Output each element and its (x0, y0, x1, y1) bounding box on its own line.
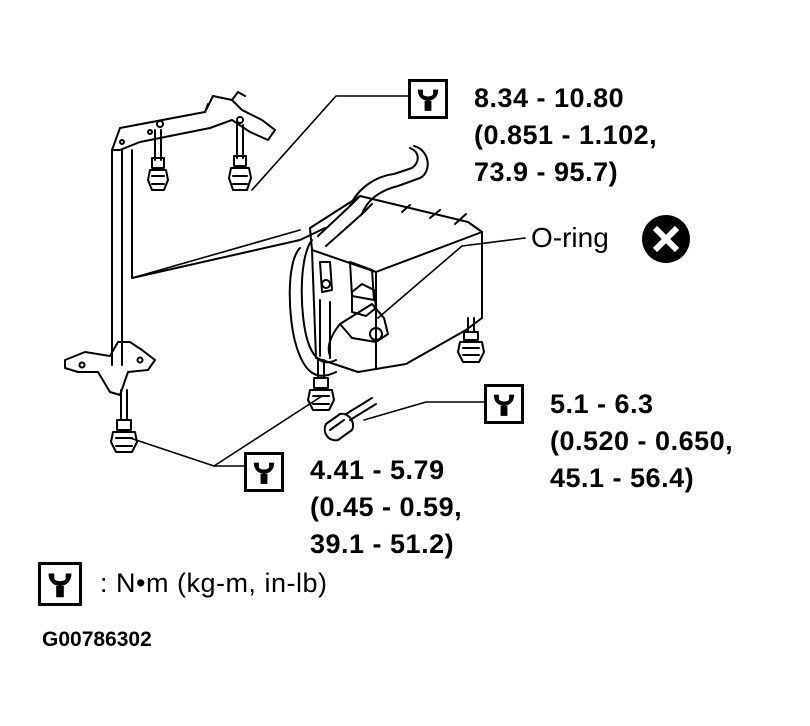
lower-bolt-center (307, 359, 335, 411)
do-not-reuse-x-icon (642, 215, 690, 263)
evap-canister (309, 195, 483, 373)
side-bracket (64, 149, 326, 396)
figure-code: G00786302 (42, 628, 152, 651)
torque-spec-line: (0.851 - 1.102, (474, 120, 658, 150)
unit-legend: : N•m (kg-m, in-lb) (100, 568, 328, 598)
lower-bolt-left (110, 389, 138, 453)
torque-wrench-icon (484, 384, 524, 424)
torque-spec-line: 45.1 - 56.4) (550, 463, 695, 493)
torque-spec-line: (0.520 - 0.650, (550, 426, 734, 456)
oring-port (327, 283, 389, 357)
torque-wrench-icon (38, 562, 82, 606)
torque-wrench-icon (244, 452, 284, 492)
torque-spec-line: 8.34 - 10.80 (474, 83, 625, 113)
leader-lines (129, 95, 526, 467)
angled-bolt (323, 397, 377, 442)
torque-spec-line: (0.45 - 0.59, (310, 492, 463, 522)
torque-spec-line: 5.1 - 6.3 (550, 389, 654, 419)
upper-bolt-right (228, 124, 252, 191)
torque-spec-upper: 8.34 - 10.80 (0.851 - 1.102, 73.9 - 95.7… (474, 80, 657, 191)
upper-bracket (111, 91, 276, 151)
torque-spec-line: 73.9 - 95.7) (474, 157, 619, 187)
torque-wrench-icon (408, 79, 448, 119)
torque-spec-right: 5.1 - 6.3 (0.520 - 0.650, 45.1 - 56.4) (550, 386, 733, 497)
torque-spec-line: 4.41 - 5.79 (310, 455, 445, 485)
torque-spec-line: 39.1 - 51.2) (310, 529, 455, 559)
vapor-hose (288, 145, 429, 377)
torque-spec-lower: 4.41 - 5.79 (0.45 - 0.59, 39.1 - 51.2) (310, 452, 462, 563)
oring-label: O-ring (531, 222, 609, 253)
upper-bolt-left (147, 129, 169, 191)
right-bolt (457, 317, 485, 363)
